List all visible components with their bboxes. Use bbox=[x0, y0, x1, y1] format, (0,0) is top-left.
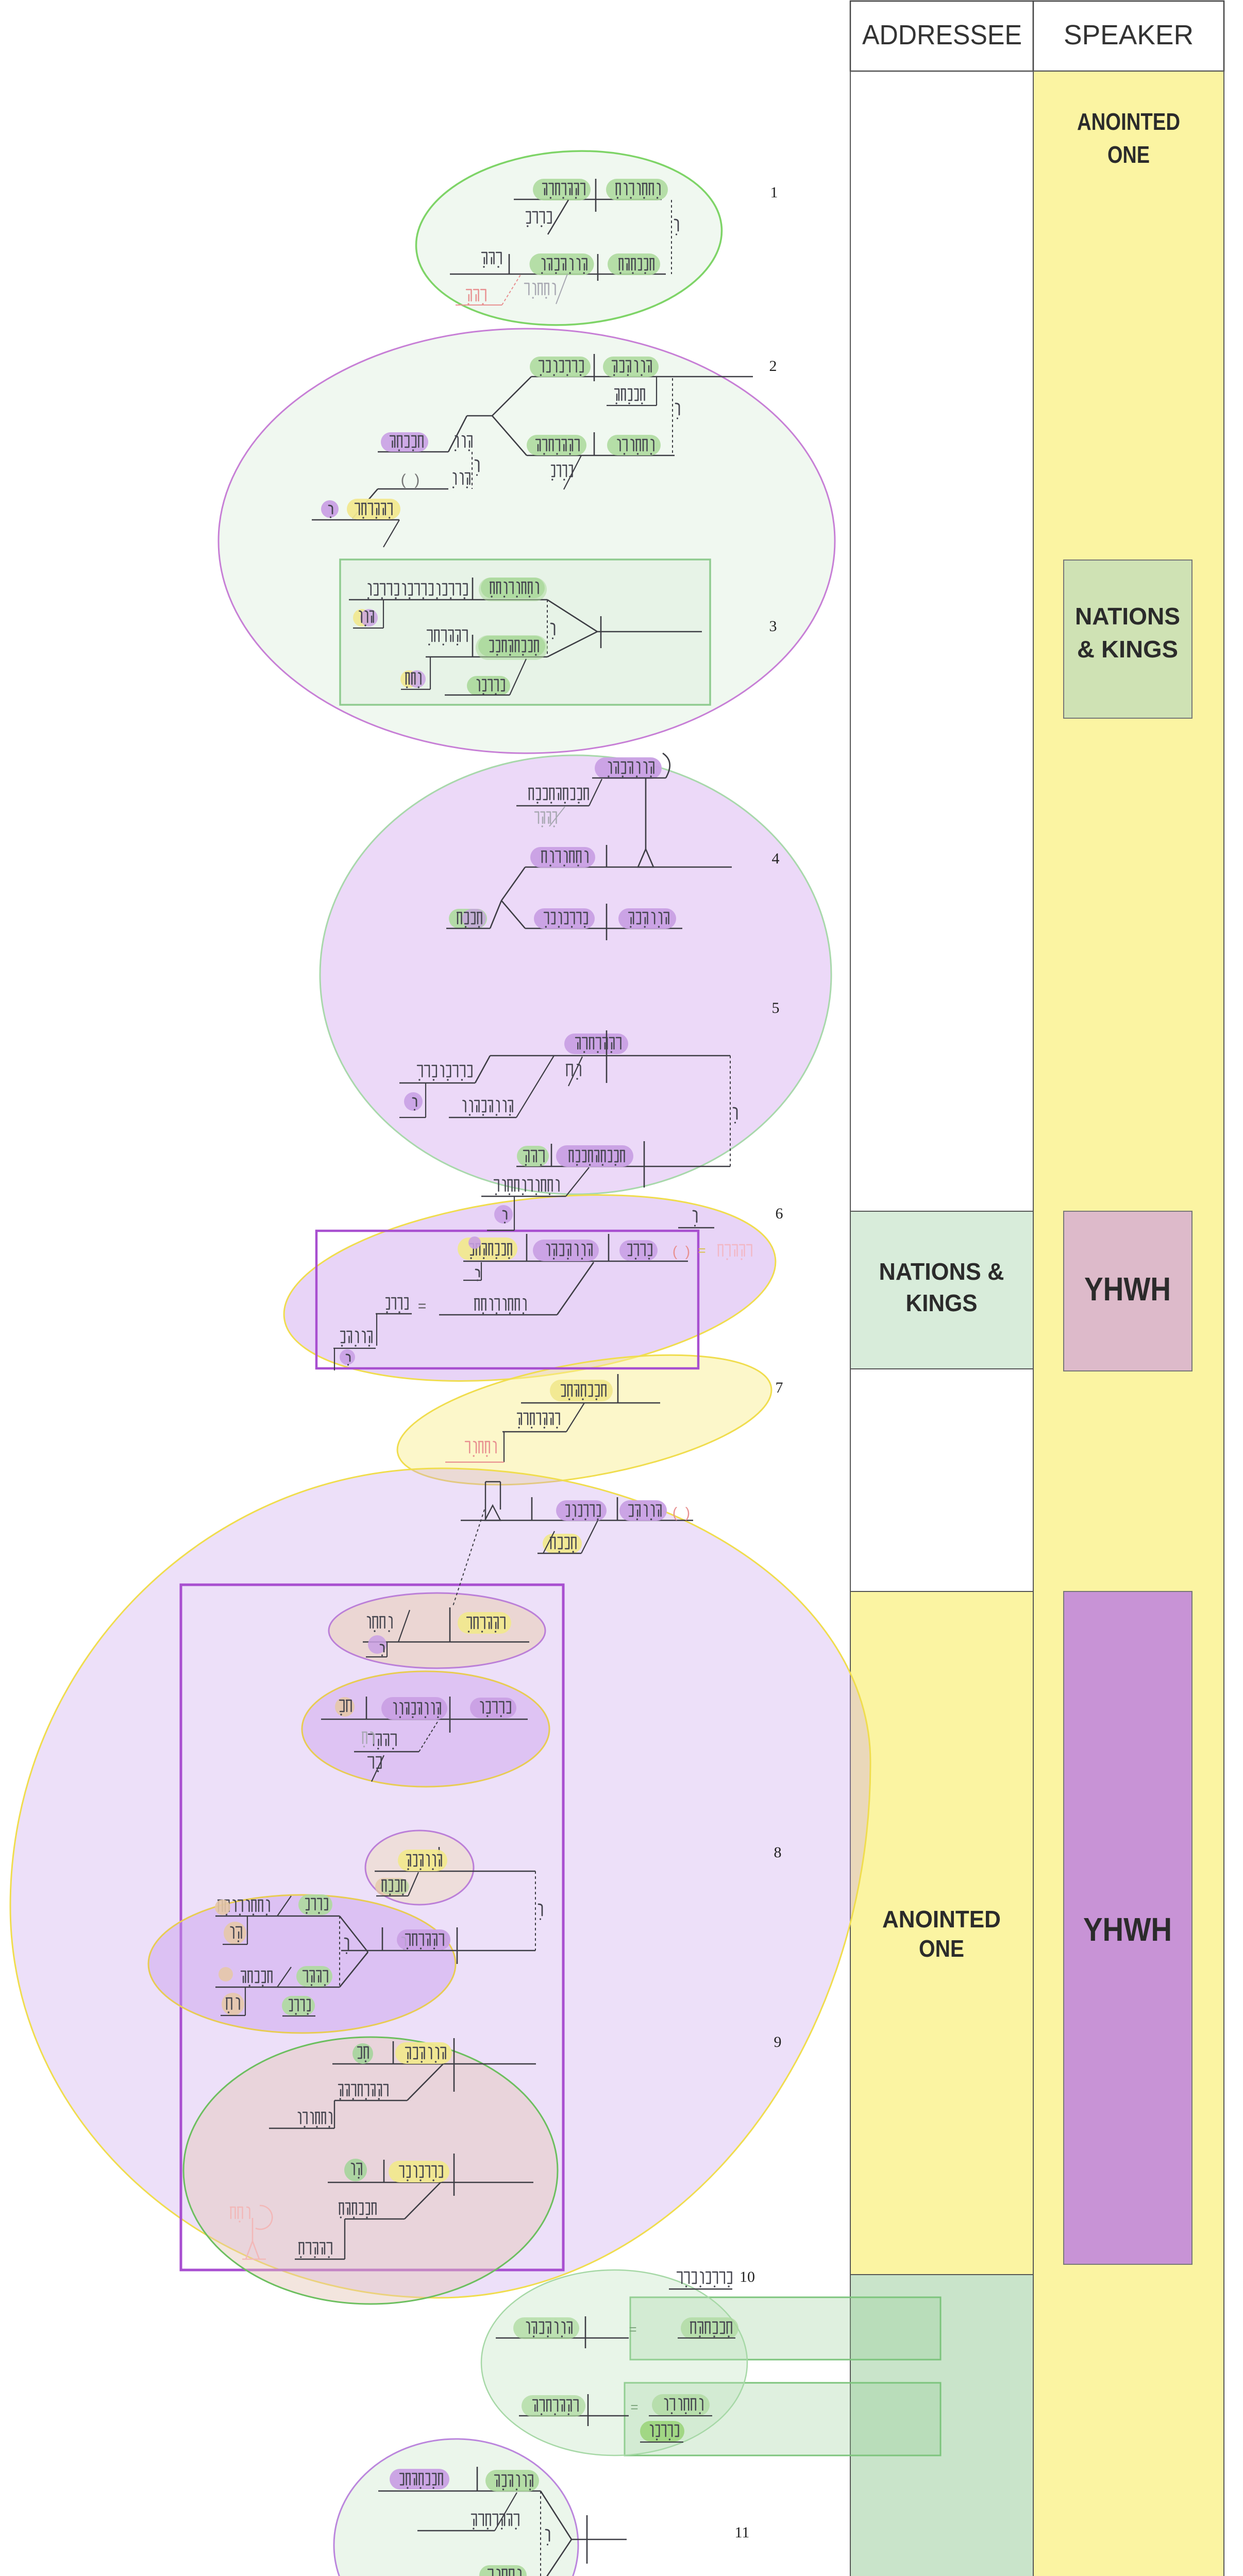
svg-text:ONE: ONE bbox=[919, 1935, 964, 1962]
svg-text:7: 7 bbox=[776, 1379, 783, 1396]
svg-text:3: 3 bbox=[769, 618, 777, 635]
svg-text:YHWH: YHWH bbox=[1083, 1911, 1172, 1948]
svg-text:( ): ( ) bbox=[673, 1504, 690, 1520]
svg-text:ANOINTED: ANOINTED bbox=[882, 1906, 1001, 1933]
svg-text:9: 9 bbox=[774, 2033, 782, 2050]
svg-text:11: 11 bbox=[735, 2524, 750, 2541]
svg-text:6: 6 bbox=[776, 1205, 783, 1222]
svg-text:=: = bbox=[629, 2321, 636, 2337]
svg-text:SPEAKER: SPEAKER bbox=[1064, 20, 1194, 50]
svg-text:ADDRESSEE: ADDRESSEE bbox=[862, 20, 1022, 50]
svg-text:5: 5 bbox=[772, 999, 780, 1016]
svg-text:=: = bbox=[630, 2399, 638, 2415]
svg-text:4: 4 bbox=[772, 850, 780, 867]
svg-text:ANOINTED: ANOINTED bbox=[1077, 108, 1180, 135]
svg-text:NATIONS: NATIONS bbox=[1075, 603, 1180, 630]
svg-text:& KINGS: & KINGS bbox=[1077, 636, 1178, 663]
svg-text:=: = bbox=[418, 1298, 426, 1314]
svg-text:10: 10 bbox=[740, 2268, 755, 2285]
svg-text:( ): ( ) bbox=[673, 1243, 690, 1259]
svg-text:KINGS: KINGS bbox=[906, 1290, 978, 1316]
svg-text:YHWH: YHWH bbox=[1084, 1270, 1171, 1308]
svg-text:1: 1 bbox=[770, 184, 778, 201]
svg-text:8: 8 bbox=[774, 1844, 782, 1861]
svg-text:NATIONS &: NATIONS & bbox=[879, 1258, 1004, 1285]
svg-text:ONE: ONE bbox=[1107, 141, 1150, 168]
svg-text:=: = bbox=[698, 1243, 706, 1258]
svg-text:2: 2 bbox=[769, 358, 777, 375]
svg-text:( ): ( ) bbox=[401, 471, 420, 488]
